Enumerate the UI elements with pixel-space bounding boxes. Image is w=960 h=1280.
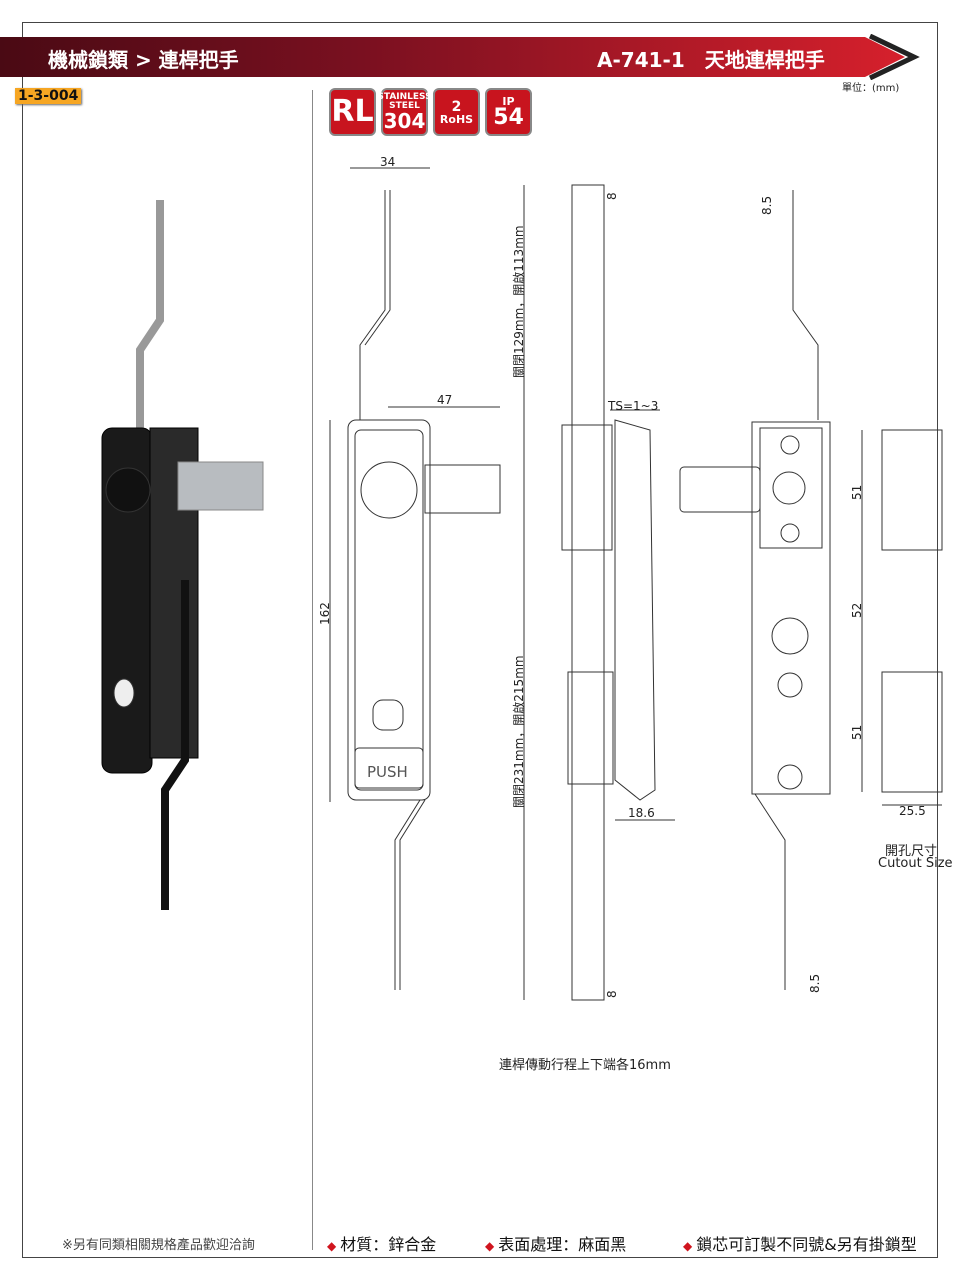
model-number: A-741-1	[597, 48, 685, 72]
product-photo	[101, 200, 264, 910]
dim-depth: 18.6	[628, 806, 655, 820]
dim-cut-a: 51	[850, 484, 864, 500]
diamond-icon: ◆	[683, 1239, 693, 1253]
divider	[312, 90, 313, 1250]
ip-rating: 54	[493, 104, 524, 130]
ip-text: IP	[502, 94, 515, 108]
stroke-note: 連桿傳動行程上下端各16mm	[499, 1058, 671, 1073]
dim-cut-width: 25.5	[899, 804, 926, 818]
dim-cut-c: 51	[850, 724, 864, 740]
dim-rod-bottom: 關閉231mm，開啟215mm	[512, 655, 526, 808]
spec-text: 材質：鋅合金	[340, 1235, 437, 1254]
header-arrow-icon	[868, 34, 920, 80]
footer-note: ※另有同類相關規格產品歡迎洽詢	[62, 1238, 255, 1253]
push-label: PUSH	[367, 763, 408, 781]
dim-ts: TS=1~3	[608, 399, 659, 413]
spec-text: 鎖芯可訂製不同號&另有掛鎖型	[696, 1235, 917, 1254]
stainless-text: STAINLESS STEEL	[377, 92, 432, 111]
page-title: A-741-1 天地連桿把手	[597, 44, 825, 73]
rohs-text: RoHS	[439, 112, 474, 126]
spec-finish: ◆表面處理：麻面黑	[485, 1231, 626, 1255]
rear-view	[679, 190, 831, 990]
dim-height: 162	[318, 602, 332, 625]
page-frame	[22, 22, 938, 1258]
spec-text: 表面處理：麻面黑	[498, 1235, 627, 1254]
rl-text: RL	[331, 94, 374, 129]
catalog-code: 1-3-004	[15, 88, 82, 104]
breadcrumb: 機械鎖類 > 連桿把手	[48, 48, 239, 72]
unit-label: 單位：(mm)	[842, 83, 900, 94]
side-view	[523, 184, 675, 1001]
cutout-label-en: Cutout Size	[878, 856, 953, 871]
diamond-icon: ◆	[485, 1239, 495, 1253]
grade-text: 304	[383, 109, 426, 133]
dim-side-top: 8.5	[760, 195, 774, 215]
rohs-version: 2	[451, 98, 462, 115]
header-bar	[0, 37, 905, 77]
cutout-diagram	[861, 429, 943, 806]
dim-cut-b: 52	[850, 602, 864, 618]
spec-cylinder: ◆鎖芯可訂製不同號&另有掛鎖型	[683, 1231, 917, 1255]
dim-rod-top: 關閉129mm，開啟113mm	[512, 225, 526, 378]
cutout-label-zh: 開孔尺寸	[885, 844, 938, 859]
dim-bottom-end: 8	[605, 990, 619, 998]
diamond-icon: ◆	[327, 1239, 337, 1253]
dim-handle-offset: 47	[437, 393, 453, 407]
dim-side-bottom: 8.5	[808, 973, 822, 993]
front-view	[329, 167, 501, 990]
dim-top-width: 34	[380, 155, 396, 169]
dim-top-end: 8	[605, 192, 619, 200]
spec-material: ◆材質：鋅合金	[327, 1231, 436, 1255]
product-title: 天地連桿把手	[704, 48, 825, 72]
rl-badge: RL	[329, 88, 376, 136]
